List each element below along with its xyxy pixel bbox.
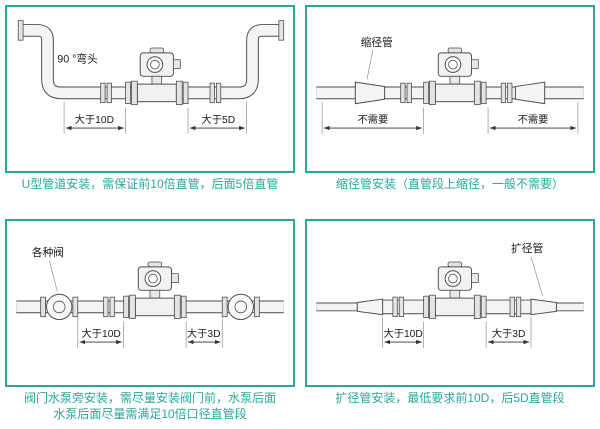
flowmeter-icon: [423, 261, 487, 320]
expander-cone-icon: [356, 298, 384, 316]
diagram-box-expander: 扩径管 大于10D 大于3D: [305, 219, 595, 387]
valve-icon: [40, 293, 79, 321]
expander-label: 扩径管: [511, 242, 543, 255]
u-pipe-diagram: 90 °弯头 大于10D 大于5D: [17, 20, 285, 134]
dim-label-right: 大于5D: [202, 113, 236, 126]
dimension-left: 大于10D: [63, 101, 126, 134]
expander-cone-icon: [530, 298, 557, 316]
dim-label-right: 不需要: [518, 114, 549, 126]
reducer-diagram: 缩径管 不需要 不需要: [316, 36, 584, 134]
dim-label-left: 不需要: [357, 114, 388, 126]
panel-u-pipe: 90 °弯头 大于10D 大于5D U型管道安: [0, 0, 300, 214]
diagram-box-reducer: 缩径管 不需要 不需要: [305, 5, 595, 173]
dimension-right: 不需要: [487, 101, 579, 134]
dim-label-right: 大于3D: [492, 327, 526, 340]
leader-line: [530, 257, 544, 297]
dim-label-left: 大于10D: [82, 327, 121, 340]
dimension-left: 大于10D: [382, 316, 424, 348]
flowmeter-icon: [125, 47, 189, 106]
caption-expander: 扩径管安装，最低要求前10D，后5D直管段: [305, 391, 595, 407]
valve-pump-diagram: 各种阀 大于10D 大于3D: [16, 246, 284, 348]
elbow-label: 90 °弯头: [57, 53, 98, 66]
dimension-left: 不需要: [321, 101, 424, 134]
caption-line: 水泵后面尽量需满足10倍口径直管段: [53, 406, 247, 421]
caption-reducer: 缩径管安装（直管段上缩径，一般不需要）: [305, 177, 595, 193]
panel-expander: 扩径管 大于10D 大于3D: [300, 214, 600, 429]
expander-diagram: 扩径管 大于10D 大于3D: [316, 242, 584, 348]
leader-line: [366, 49, 374, 80]
diagram-box-valve-pump: 各种阀 大于10D 大于3D: [5, 219, 295, 387]
caption-u-pipe: U型管道安装，需保证前10倍直管，后面5倍直管: [5, 177, 295, 193]
end-flange-icon: [17, 20, 24, 41]
reducer-label: 缩径管: [361, 36, 393, 49]
panel-reducer: 缩径管 不需要 不需要: [300, 0, 600, 214]
reducer-cone-icon: [354, 81, 386, 105]
panel-valve-pump: 各种阀 大于10D 大于3D: [0, 214, 300, 429]
dimension-right: 大于5D: [187, 101, 247, 134]
dimension-right: 大于3D: [185, 315, 223, 348]
caption-line: 缩径管安装（直管段上缩径，一般不需要）: [335, 177, 564, 191]
caption-line: U型管道安装，需保证前10倍直管，后面5倍直管: [21, 177, 279, 191]
flowmeter-icon: [123, 261, 187, 320]
valve-icon: [221, 293, 260, 321]
dim-label-left: 大于10D: [75, 113, 114, 126]
diagram-box-u-pipe: 90 °弯头 大于10D 大于5D: [5, 5, 295, 173]
dim-label-right: 大于3D: [187, 327, 221, 340]
dim-label-left: 大于10D: [383, 327, 422, 340]
end-flange-icon: [278, 20, 285, 41]
flowmeter-icon: [423, 47, 487, 106]
dimension-left: 大于10D: [77, 315, 124, 348]
reducer-cone-icon: [514, 81, 546, 105]
caption-line: 阀门水泵旁安装，需尽量安装阀门前，水泵后面: [23, 391, 276, 405]
valve-label: 各种阀: [32, 246, 64, 259]
leader-line: [49, 260, 58, 292]
dimension-right: 大于3D: [485, 316, 532, 348]
caption-valve-pump: 阀门水泵旁安装，需尽量安装阀门前，水泵后面 水泵后面尽量需满足10倍口径直管段: [5, 391, 295, 422]
caption-line: 扩径管安装，最低要求前10D，后5D直管段: [335, 391, 565, 405]
